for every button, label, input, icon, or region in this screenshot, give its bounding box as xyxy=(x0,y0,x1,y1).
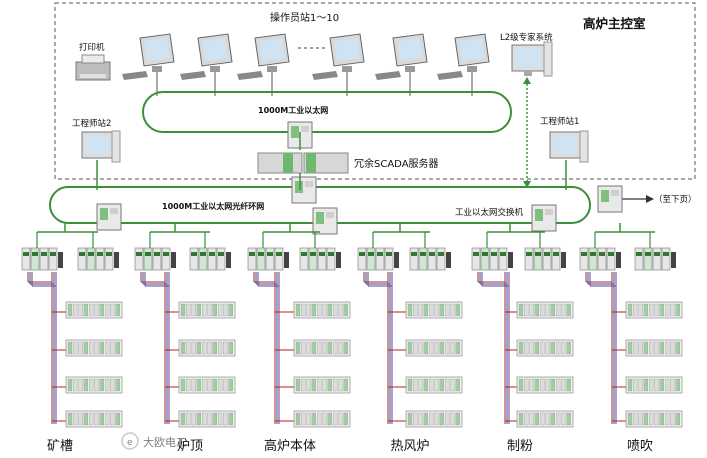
svg-text:e: e xyxy=(127,438,133,448)
plc-rack-icon xyxy=(247,232,289,271)
plc-rack-icon xyxy=(189,232,231,271)
area-label: 喷吹 xyxy=(627,439,653,454)
plc-rack-icon xyxy=(77,232,119,271)
watermark-text: 大欧电工 xyxy=(143,435,187,449)
plc-rack-icon xyxy=(524,232,566,271)
plc-rack-icon xyxy=(299,232,341,271)
scada-servers-label: 冗余SCADA服务器 xyxy=(354,157,439,170)
engineer-station-2-label: 工程师站2 xyxy=(72,118,111,129)
io-module-icon xyxy=(165,339,236,357)
network-switch-icon xyxy=(291,176,317,204)
engineer-station-1-icon xyxy=(549,130,589,163)
area-label: 炉顶 xyxy=(177,439,203,454)
io-module-icon xyxy=(612,410,683,428)
io-module-icon xyxy=(388,339,463,357)
io-module-icon xyxy=(165,410,236,428)
area-label: 矿槽 xyxy=(47,439,73,454)
network-switch-icon xyxy=(312,207,338,235)
io-module-icon xyxy=(612,376,683,394)
to-next-page-label: （至下页） xyxy=(654,194,697,205)
network-switches xyxy=(96,121,623,235)
plc-rack-icon xyxy=(134,232,176,271)
process-areas: 矿槽 炉顶 高炉本体 热风炉 制粉 喷吹 xyxy=(21,223,683,454)
engineer-station-1-label: 工程师站1 xyxy=(540,116,579,127)
plc-rack-icon xyxy=(471,232,513,271)
process-area: 矿槽 xyxy=(21,223,123,454)
io-module-icon xyxy=(388,376,463,394)
process-area: 制粉 xyxy=(471,223,574,454)
plc-rack-icon xyxy=(21,232,63,271)
io-module-icon xyxy=(275,301,351,319)
io-module-icon xyxy=(505,301,574,319)
network-links xyxy=(96,132,567,190)
network-switch-icon xyxy=(597,185,623,213)
network-switch-icon xyxy=(531,204,557,232)
industrial-switch-label: 工业以太网交换机 xyxy=(455,207,524,218)
ethernet-ring-1000m xyxy=(142,91,512,133)
io-module-icon xyxy=(505,376,574,394)
process-area: 炉顶 xyxy=(134,223,236,454)
io-module-icon xyxy=(612,301,683,319)
process-area: 喷吹 xyxy=(579,223,683,454)
next-page-arrow xyxy=(646,195,654,203)
scada-servers-icon xyxy=(257,152,349,174)
printer-label: 打印机 xyxy=(79,42,105,53)
operator-workstation-icon xyxy=(180,33,233,96)
l2-expert-label: L2级专家系统 xyxy=(500,32,553,43)
io-module-icon xyxy=(275,410,351,428)
io-module-icon xyxy=(165,301,236,319)
io-module-icon xyxy=(612,339,683,357)
io-module-icon xyxy=(52,410,123,428)
control-room-title: 高炉主控室 xyxy=(583,16,646,31)
l2-link-arrow-down xyxy=(523,181,531,188)
network-switch-icon xyxy=(96,203,122,231)
plc-rack-icon xyxy=(579,232,621,271)
io-module-icon xyxy=(165,376,236,394)
plc-rack-icon xyxy=(409,232,451,271)
area-label: 制粉 xyxy=(507,439,533,454)
operator-workstation-icon xyxy=(312,33,365,96)
io-module-icon xyxy=(52,376,123,394)
operator-workstation-icon xyxy=(437,33,490,96)
io-module-icon xyxy=(388,301,463,319)
io-module-icon xyxy=(52,339,123,357)
fiber-ring-label: 1000M工业以太网光纤环网 xyxy=(162,201,264,211)
io-module-icon xyxy=(52,301,123,319)
operator-workstation-icon xyxy=(375,33,428,96)
area-label: 高炉本体 xyxy=(264,438,316,454)
engineer-station-2-icon xyxy=(81,130,121,163)
area-label: 热风炉 xyxy=(390,439,429,454)
operator-workstations xyxy=(122,33,490,96)
l2-link-arrow-up xyxy=(523,77,531,84)
plc-rack-icon xyxy=(357,232,399,271)
io-module-icon xyxy=(505,410,574,428)
operator-stations-label: 操作员站1～10 xyxy=(270,11,339,24)
process-area: 热风炉 xyxy=(357,223,463,454)
io-module-icon xyxy=(275,339,351,357)
plc-rack-icon xyxy=(634,232,676,271)
process-area: 高炉本体 xyxy=(247,223,351,454)
io-module-icon xyxy=(505,339,574,357)
operator-workstation-icon xyxy=(237,33,290,96)
printer-icon xyxy=(75,54,111,81)
control-room-boundary xyxy=(54,2,696,180)
watermark-logo: e 大欧电工 xyxy=(121,432,187,450)
l2-expert-monitor-icon xyxy=(511,41,553,77)
ethernet-ring-label: 1000M工业以太网 xyxy=(258,105,328,115)
io-module-icon xyxy=(275,376,351,394)
operator-workstation-icon xyxy=(122,33,175,96)
io-module-icon xyxy=(388,410,463,428)
